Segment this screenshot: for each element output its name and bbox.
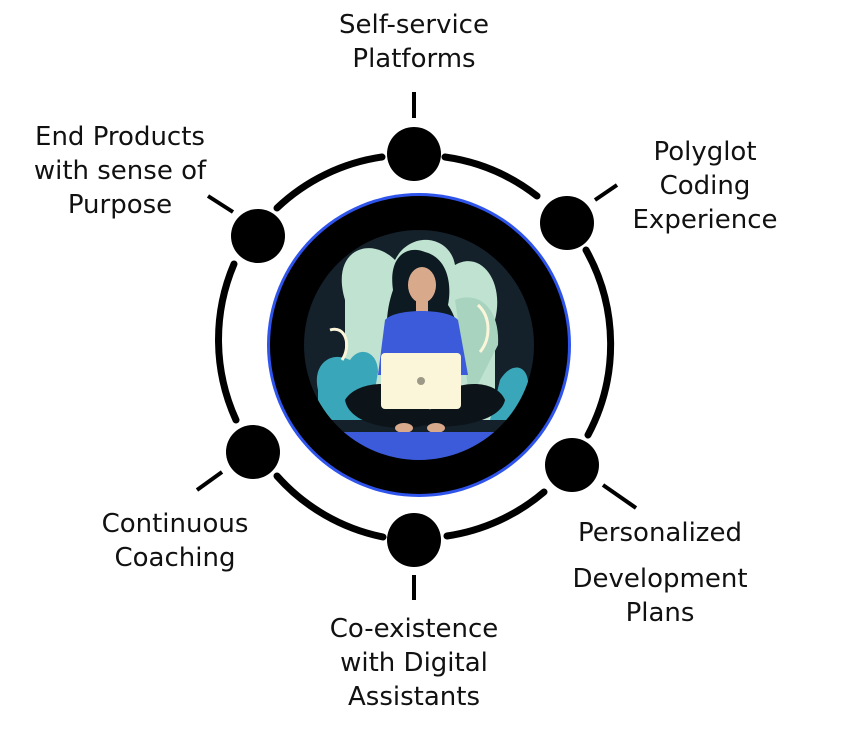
label-end-products: End Products with sense of Purpose [10,120,230,222]
outer-ring [215,153,615,541]
label-line: Continuous [101,509,249,539]
label-line: Development [572,564,748,594]
label-self-service: Self-service Platforms [314,8,514,76]
label-line: Polyglot [653,137,757,167]
label-line: with Digital [340,648,488,678]
label-line: Platforms [352,44,476,74]
label-coaching: Continuous Coaching [75,507,275,575]
label-polyglot: Polyglot Coding Experience [605,135,805,237]
label-line: Experience [632,205,778,235]
label-coexistence: Co-existence with Digital Assistants [304,612,524,714]
node-dot-end-products[interactable] [231,209,285,263]
woman-with-laptop-illustration [304,230,534,460]
label-line: Coding [659,171,751,201]
label-line: End Products [35,122,205,152]
connector-coaching [195,470,224,492]
node-dot-self-service[interactable] [387,127,441,181]
ring-arc-1 [441,153,541,200]
ring-arc-6 [273,153,386,212]
node-dots [226,127,599,567]
central-hub [267,193,571,497]
label-line: Purpose [67,190,173,220]
node-dot-coexistence[interactable] [387,513,441,567]
label-line: Personalized [578,518,742,548]
node-dot-personalized[interactable] [545,438,599,492]
node-dot-polyglot[interactable] [540,196,594,250]
connector-polyglot [593,183,619,202]
label-line: Coaching [114,543,236,573]
ring-arc-4 [273,472,387,541]
label-line: Co-existence [329,614,499,644]
label-line: Plans [625,598,695,628]
ring-arc-5 [215,260,240,424]
connector-personalized [601,483,638,510]
label-personalized: Personalized Development Plans [555,516,765,630]
label-line: Assistants [348,682,480,712]
connectors [195,92,638,600]
label-line: with sense of [33,156,207,186]
node-dot-coaching[interactable] [226,425,280,479]
ring-arc-2 [582,246,615,439]
connector-end-products [206,194,235,214]
label-line: Self-service [339,10,489,40]
ring-arc-3 [443,488,548,540]
